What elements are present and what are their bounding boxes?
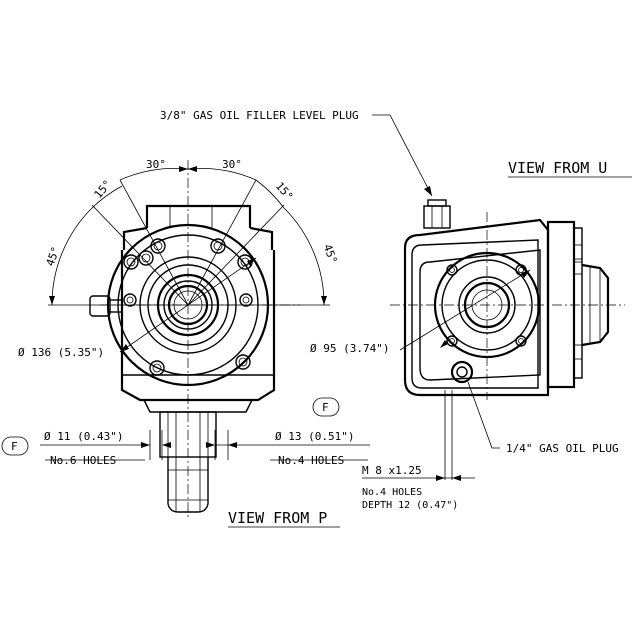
label-angle-15-left: 15° bbox=[92, 178, 115, 202]
flange-plate bbox=[546, 220, 576, 389]
housing-outline bbox=[120, 250, 276, 402]
view-from-p bbox=[40, 160, 370, 520]
label-holes-6: No.6 HOLES bbox=[50, 454, 116, 467]
input-stub bbox=[581, 263, 610, 347]
label-angle-30-left: 30° bbox=[146, 158, 166, 171]
label-angle-45-left: 45° bbox=[44, 245, 63, 268]
lower-neck bbox=[143, 399, 253, 413]
bolt-holes-u bbox=[446, 264, 527, 347]
label-holes-4b: No.4 HOLES bbox=[362, 487, 422, 498]
svg-text:F: F bbox=[11, 440, 18, 453]
flag-f-left: F bbox=[1, 436, 29, 456]
label-thread-m8: M 8 x1.25 bbox=[362, 464, 422, 477]
housing-u bbox=[403, 218, 550, 397]
filler-plug bbox=[423, 205, 451, 229]
drain-plug bbox=[450, 360, 474, 384]
view-from-u bbox=[362, 114, 625, 481]
top-boss bbox=[145, 204, 252, 228]
output-shaft bbox=[159, 411, 217, 513]
label-depth-12: DEPTH 12 (0.47") bbox=[362, 500, 458, 511]
side-plug bbox=[89, 295, 111, 317]
label-dia-95: Ø 95 (3.74") bbox=[310, 342, 389, 355]
label-drain-plug: 1/4" GAS OIL PLUG bbox=[506, 442, 619, 455]
label-dia-11: Ø 11 (0.43") bbox=[44, 430, 123, 443]
angle-arc-45-left bbox=[51, 207, 93, 306]
label-angle-15-right: 15° bbox=[273, 180, 296, 204]
label-view-u: VIEW FROM U bbox=[508, 159, 607, 177]
angle-arc-45-right bbox=[283, 207, 325, 306]
label-dia-13: Ø 13 (0.51") bbox=[275, 430, 354, 443]
label-holes-4: No.4 HOLES bbox=[278, 454, 344, 467]
flange-u bbox=[433, 251, 541, 359]
label-angle-45-right: 45° bbox=[321, 242, 340, 265]
label-filler-plug: 3/8" GAS OIL FILLER LEVEL PLUG bbox=[160, 109, 359, 122]
flag-f-right: F bbox=[312, 397, 340, 417]
label-dia-136: Ø 136 (5.35") bbox=[18, 346, 104, 359]
svg-text:F: F bbox=[322, 401, 329, 414]
label-angle-30-right: 30° bbox=[222, 158, 242, 171]
label-view-p: VIEW FROM P bbox=[228, 509, 327, 527]
